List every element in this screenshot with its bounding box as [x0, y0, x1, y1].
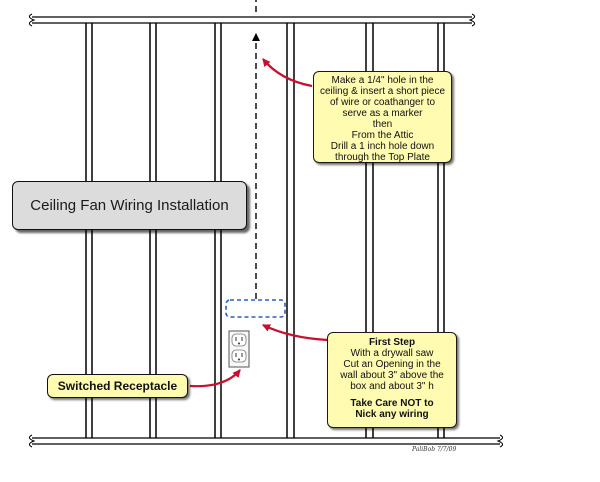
wall-studs	[85, 23, 445, 438]
arrow-to-opening	[262, 324, 329, 342]
receptacle-label: Switched Receptacle	[47, 374, 188, 398]
attic-note-line: From the Attic	[351, 130, 414, 141]
first-step-line: wall about 3" above the	[340, 370, 444, 381]
first-step-line: Cut an Opening in the	[343, 359, 441, 370]
attic-note-line: Drill a 1 inch hole down	[330, 141, 435, 152]
attic-note-line: of wire or coathanger to	[329, 97, 436, 108]
drywall-opening	[225, 299, 286, 318]
attic-note-line: through the Top Plate	[335, 152, 430, 163]
first-step-line: With a drywall saw	[350, 348, 434, 359]
warning-line: Nick any wiring	[355, 409, 429, 420]
bottom-plate	[28, 434, 504, 448]
arrow-to-receptacle	[189, 369, 241, 388]
first-step-note: First Step With a drywall saw Cut an Ope…	[327, 332, 457, 428]
attic-note-line: then	[372, 119, 393, 130]
attic-note-line: serve as a marker	[342, 108, 423, 119]
diagram-title: Ceiling Fan Wiring Installation	[12, 181, 247, 230]
top-plate	[28, 13, 476, 27]
warning-line: Take Care NOT to	[350, 398, 434, 409]
first-step-heading: First Step	[368, 337, 416, 348]
first-step-line: box and about 3" h	[350, 381, 434, 392]
attic-note-line: Make a 1/4" hole in the	[331, 75, 434, 86]
attic-note: Make a 1/4" hole in the ceiling & insert…	[313, 71, 452, 163]
receptacle-icon	[228, 330, 250, 368]
arrow-to-top-plate	[262, 58, 313, 88]
signature: PaliBob 7/7/09	[412, 446, 457, 453]
attic-note-line: ceiling & insert a short piece	[319, 86, 446, 97]
